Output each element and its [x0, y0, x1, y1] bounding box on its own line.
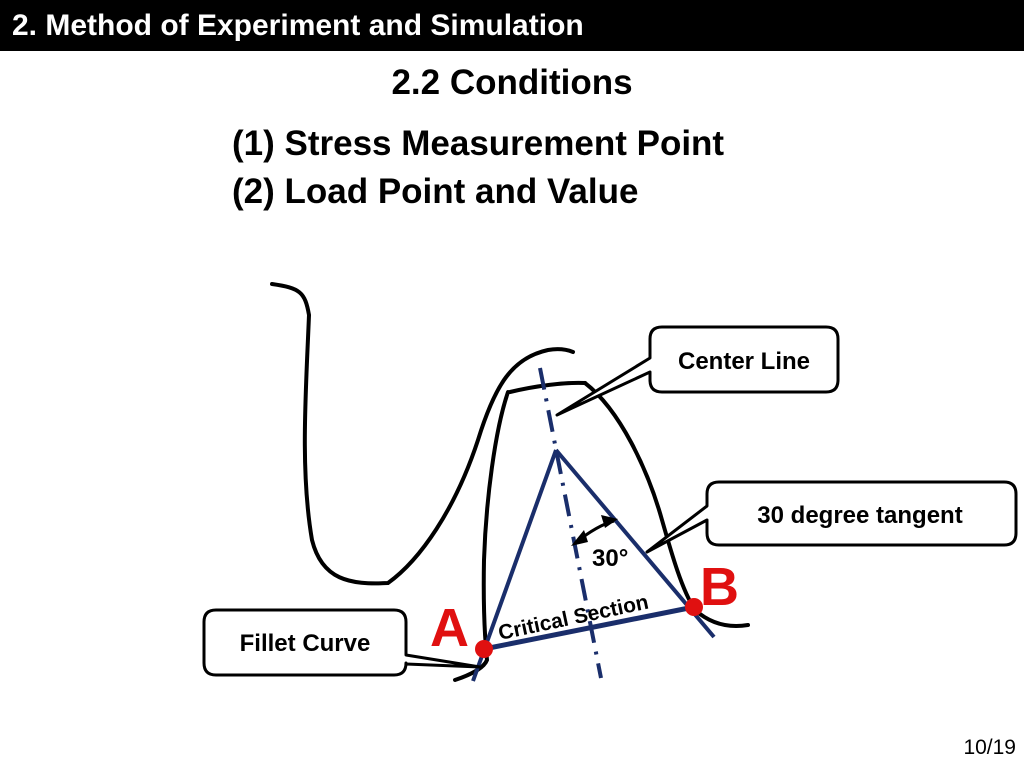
- critical-section-label: Critical Section: [496, 591, 650, 645]
- center-line-callout: [555, 325, 840, 417]
- condition-item-2: (2) Load Point and Value: [232, 172, 639, 211]
- arrowhead-right: [601, 515, 618, 528]
- fillet-label: Fillet Curve: [240, 630, 371, 657]
- fillet-callout: [202, 608, 482, 677]
- angle-label: 30°: [592, 545, 628, 572]
- tangent-callout: [645, 480, 1018, 554]
- point-b-marker: [685, 598, 703, 616]
- header-bar: 2. Method of Experiment and Simulation: [0, 0, 1024, 51]
- slide-subtitle: 2.2 Conditions: [391, 63, 633, 102]
- critical-section-line: [483, 604, 695, 652]
- tooth-tip: [508, 380, 587, 394]
- point-a-label: A: [430, 598, 469, 658]
- tangent-label: 30 degree tangent: [757, 502, 962, 529]
- point-a-marker: [475, 640, 493, 658]
- point-b-label: B: [700, 557, 739, 617]
- tooth-outline-left: [270, 282, 575, 586]
- center-line-label: Center Line: [678, 348, 810, 375]
- section-title: 2. Method of Experiment and Simulation: [12, 9, 584, 42]
- condition-item-1: (1) Stress Measurement Point: [232, 124, 725, 163]
- page-number: 10/19: [963, 736, 1016, 759]
- condition-list: (1) Stress Measurement Point (2) Load Po…: [232, 120, 724, 216]
- arrowhead-left: [571, 530, 588, 546]
- tooth-flank-right: [583, 381, 750, 629]
